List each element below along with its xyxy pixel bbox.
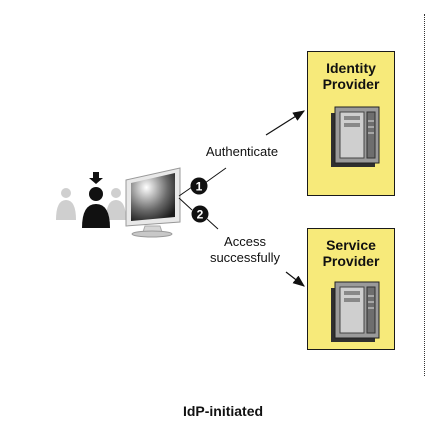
step1-to-monitor xyxy=(178,186,193,197)
step2-connector xyxy=(206,218,219,230)
monitor-icon xyxy=(125,167,181,238)
user-group-icon xyxy=(56,188,126,220)
access-label: Access successfully xyxy=(209,234,281,265)
dotted-divider xyxy=(424,14,425,376)
service-provider-box: Service Provider xyxy=(307,228,395,350)
access-arrow xyxy=(285,271,305,287)
step2-to-monitor xyxy=(178,197,193,211)
step1-connector xyxy=(204,167,227,184)
user-icon xyxy=(82,172,110,228)
step2-number: 2 xyxy=(197,208,204,222)
identity-server-icon xyxy=(330,106,379,167)
service-provider-title: Service Provider xyxy=(322,237,380,269)
step1-circle xyxy=(190,177,208,195)
service-server-icon xyxy=(330,281,379,342)
step2-circle xyxy=(191,205,209,223)
identity-provider-box: Identity Provider xyxy=(307,51,395,196)
identity-provider-title: Identity Provider xyxy=(322,60,380,92)
step1-number: 1 xyxy=(196,180,203,194)
authenticate-label: Authenticate xyxy=(205,144,279,159)
authenticate-arrow xyxy=(265,110,306,136)
diagram-caption: IdP-initiated xyxy=(182,403,264,419)
